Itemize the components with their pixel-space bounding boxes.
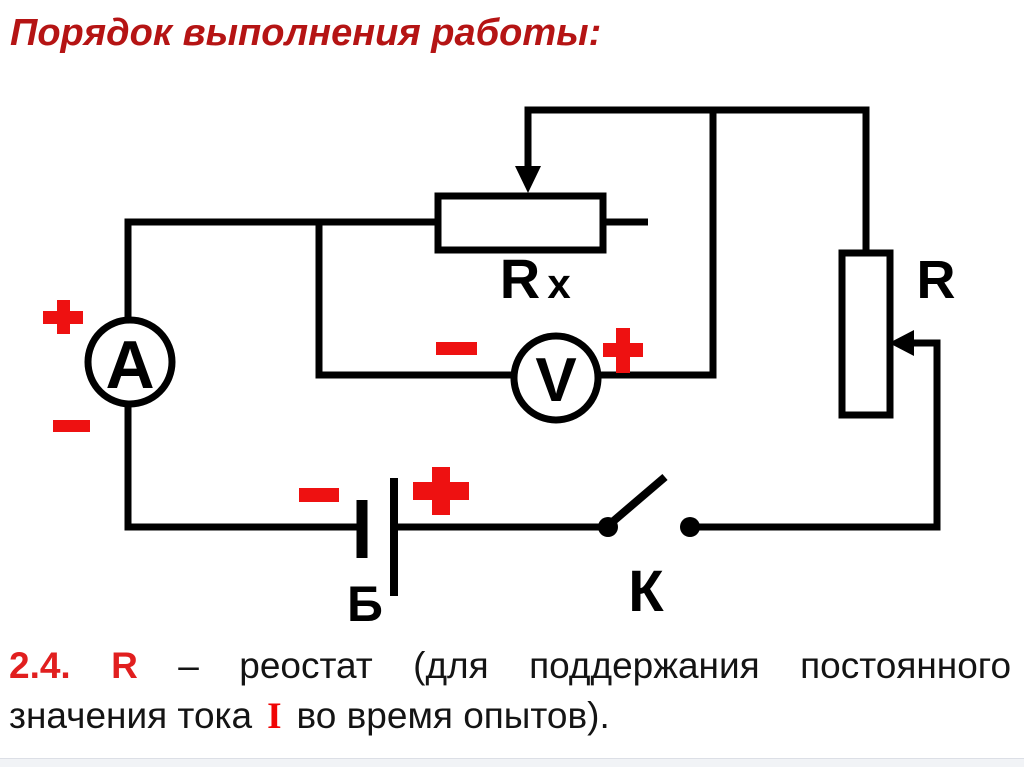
caption-word: реостат [239,645,373,686]
voltmeter-minus-icon [436,342,477,355]
caption-rheostat-symbol: R [111,645,138,686]
slider-arrow-down-icon [515,166,541,193]
ammeter-minus-icon [53,420,90,432]
measured-resistor-label: R [500,247,540,310]
ammeter-label: A [105,327,154,403]
caption-word: постоянного [800,645,1012,686]
wire-switch-to-rheostat [690,339,941,531]
rheostat-label: R [917,250,956,310]
voltmeter-plus-icon [603,328,643,373]
voltmeter-circle [510,332,602,424]
caption-dash: – [178,645,199,686]
wire-left-top [124,218,441,317]
wire-top-run [524,106,870,253]
caption-word: поддержания [529,645,760,686]
slide-bottom-border [0,758,1024,767]
current-symbol: I [267,696,282,737]
caption-line2-after: во время опытов). [296,695,610,736]
ammeter-circle [84,316,176,408]
caption-line-1: 2.4. R – реостат (для поддержания постоя… [9,641,1011,691]
switch-label: К [628,559,664,624]
caption-number: 2.4. [9,645,71,686]
caption-text: 2.4. R – реостат (для поддержания постоя… [9,641,1011,742]
caption-line2-before: значения тока [9,695,253,736]
ammeter-plus-icon [43,300,83,334]
wire-left-bottom [124,405,360,531]
voltmeter-label: V [535,346,576,415]
switch-lever [607,473,668,528]
caption-word: (для [413,645,489,686]
measured-resistor-box [434,192,607,254]
battery-plus-icon [413,467,469,515]
rheostat-box [838,249,894,419]
page-title: Порядок выполнения работы: [10,12,602,54]
switch-contact-right [680,517,700,537]
measured-resistor-subscript: x [547,260,571,307]
battery-minus-icon [299,488,339,502]
battery-label: Б [347,576,383,632]
slider-arrow-left-icon [889,330,914,356]
